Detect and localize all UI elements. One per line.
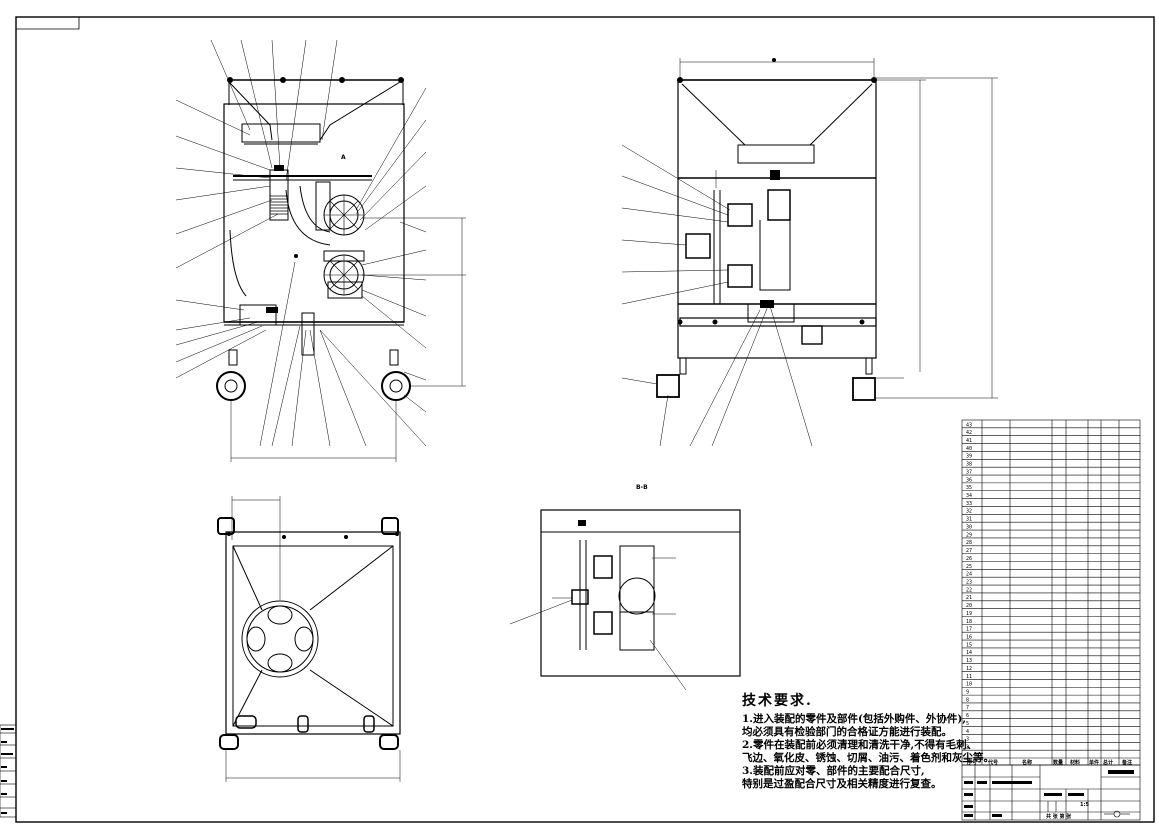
bom-row-number: 25 — [966, 564, 972, 570]
binding-strip — [0, 724, 17, 818]
scale-label: 1:5 — [1080, 802, 1089, 808]
bom-header-unit: 单件 — [1089, 760, 1100, 766]
bom-row-number: 26 — [966, 556, 972, 562]
side-view — [621, 58, 998, 447]
bom-row-number: 2 — [966, 745, 969, 751]
requirement-line: 飞边、氧化皮、锈蚀、切屑、油污、着色剂和灰尘等。 — [742, 752, 994, 764]
bom-row-number: 41 — [966, 438, 972, 444]
bom-header-row: 序号 代号 名称 数量 材料 单件 总计 备注 — [962, 759, 1140, 766]
bom-row-number: 42 — [966, 430, 972, 436]
bom-row-number: 11 — [966, 674, 972, 680]
bom-row-number: 3 — [966, 737, 969, 743]
section-marker-a: A — [341, 154, 346, 161]
sheet-info: 共 张 第 张 — [1046, 814, 1072, 820]
bom-row-number: 12 — [966, 666, 972, 672]
bom-row-number: 1 — [966, 752, 969, 758]
bom-row-number: 15 — [966, 642, 972, 648]
bom-rows: 4342414039383736353433323130292827262524… — [962, 422, 1140, 758]
bom-row-number: 22 — [966, 587, 972, 593]
section-view — [509, 509, 741, 691]
bom-table: 4342414039383736353433323130292827262524… — [961, 419, 1141, 766]
bom-header-no: 序号 — [967, 760, 978, 766]
requirement-line: 特别是过盈配合尺寸及相关精度进行复查。 — [742, 778, 942, 790]
bom-row-number: 28 — [966, 540, 972, 546]
bom-row-number: 9 — [966, 690, 969, 696]
bom-row-number: 29 — [966, 532, 972, 538]
bom-header-qty: 数量 — [1053, 760, 1064, 766]
bom-row-number: 23 — [966, 579, 972, 585]
bom-row-number: 14 — [966, 650, 972, 656]
requirement-line: 均必须具有检验部门的合格证方能进行装配。 — [742, 726, 952, 738]
bom-row-number: 40 — [966, 446, 972, 452]
bom-row-number: 43 — [966, 422, 972, 428]
bom-row-number: 19 — [966, 611, 972, 617]
bom-row-number: 16 — [966, 634, 972, 640]
bom-row-number: 38 — [966, 462, 972, 468]
bom-row-number: 5 — [966, 721, 969, 727]
bom-row-number: 17 — [966, 627, 972, 633]
bom-row-number: 10 — [966, 682, 972, 688]
bom-row-number: 27 — [966, 548, 972, 554]
bom-row-number: 6 — [966, 713, 969, 719]
bom-row-number: 20 — [966, 603, 972, 609]
bom-row-number: 18 — [966, 619, 972, 625]
front-view — [175, 39, 466, 462]
requirement-line: 2.零件在装配前必须清理和清洗干净,不得有毛刺、 — [742, 739, 978, 751]
bom-header-code: 代号 — [988, 760, 999, 766]
bom-header-name: 名称 — [1022, 760, 1033, 766]
requirement-line: 1.进入装配的零件及部件(包括外购件、外协件), — [742, 713, 967, 725]
top-view — [217, 496, 401, 782]
bom-row-number: 13 — [966, 658, 972, 664]
bom-header-total: 总计 — [1103, 760, 1114, 766]
bom-row-number: 34 — [966, 493, 972, 499]
bom-row-number: 37 — [966, 469, 972, 475]
bom-row-number: 21 — [966, 595, 972, 601]
technical-requirements-title: 技术要求. — [742, 693, 813, 709]
bom-row-number: 8 — [966, 697, 969, 703]
bom-row-number: 31 — [966, 517, 972, 523]
bom-row-number: 32 — [966, 509, 972, 515]
bom-row-number: 35 — [966, 485, 972, 491]
bom-row-number: 36 — [966, 477, 972, 483]
bom-row-number: 33 — [966, 501, 972, 507]
drawing-frame — [15, 16, 1155, 823]
bom-header-remark: 备注 — [1122, 760, 1133, 766]
title-block — [961, 764, 1141, 821]
bom-row-number: 30 — [966, 524, 972, 530]
technical-requirements: 技术要求. 1.进入装配的零件及部件(包括外购件、外协件), 均必须具有检验部门… — [742, 690, 994, 791]
requirement-line: 3.装配前应对零、部件的主要配合尺寸, — [742, 765, 925, 777]
bom-row-number: 7 — [966, 705, 969, 711]
bom-row-number: 4 — [966, 729, 969, 735]
bom-row-number: 39 — [966, 454, 972, 460]
bom-row-number: 24 — [966, 572, 972, 578]
section-view-label: B-B — [636, 484, 648, 491]
bom-header-material: 材料 — [1070, 760, 1081, 766]
